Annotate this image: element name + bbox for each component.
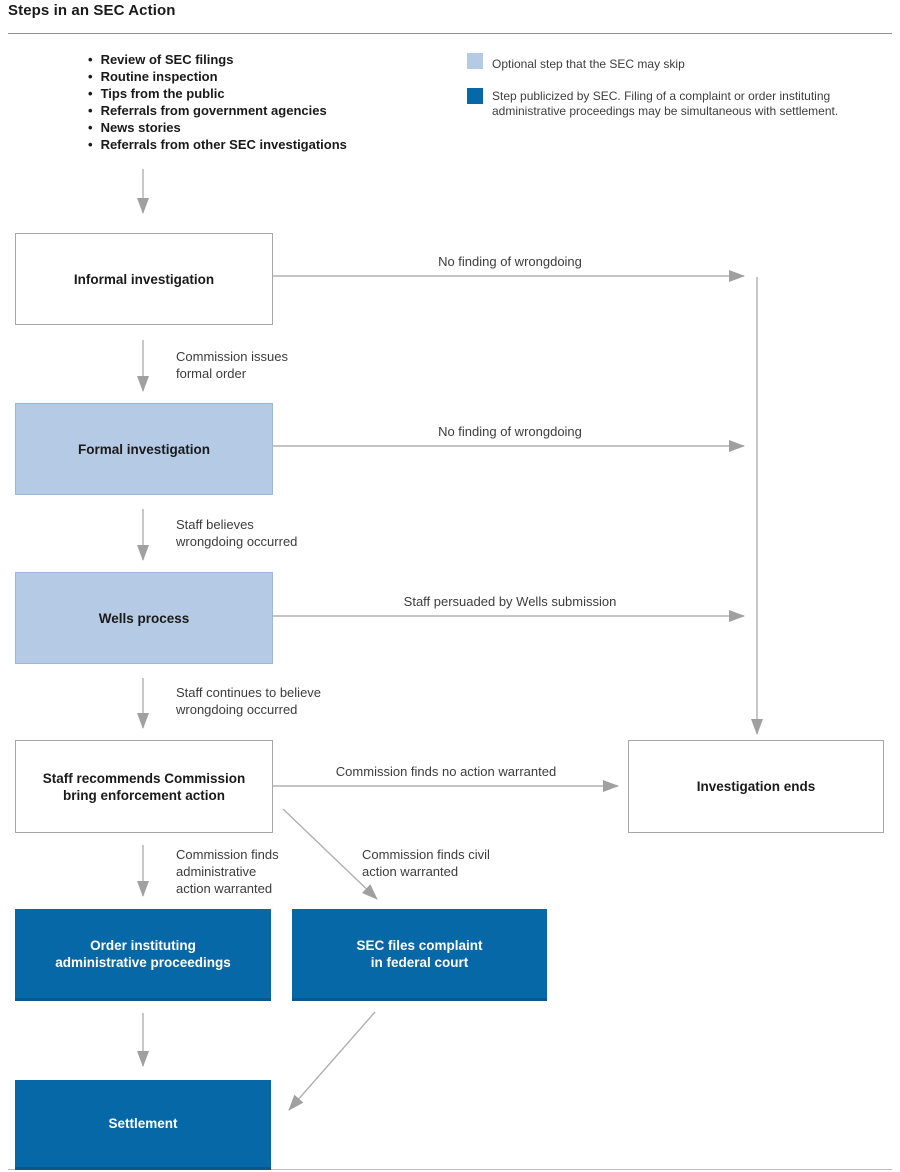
node-order-instituting-proceedings: Order instituting administrative proceed… xyxy=(15,909,271,1001)
list-item: Referrals from government agencies xyxy=(88,102,347,119)
edge-label-no-action-warranted: Commission finds no action warranted xyxy=(335,764,557,779)
edge-label-civil-action: Commission finds civil action warranted xyxy=(362,847,490,879)
node-settlement: Settlement xyxy=(15,1080,271,1170)
arrow-complaint-to-settlement xyxy=(288,1011,376,1111)
legend-label-publicized-step: Step publicized by SEC. Filing of a comp… xyxy=(492,89,839,118)
legend-swatch-publicized-step xyxy=(467,88,483,104)
investigation-sources-list: Review of SEC filings Routine inspection… xyxy=(88,51,347,153)
arrow-recommend-to-complaint xyxy=(282,808,378,900)
node-wells-process: Wells process xyxy=(15,572,273,664)
edge-label-administrative-action: Commission finds administrative action w… xyxy=(176,847,279,896)
list-item: Tips from the public xyxy=(88,85,347,102)
edge-label-no-finding-1: No finding of wrongdoing xyxy=(438,254,582,269)
page-title: Steps in an SEC Action xyxy=(8,2,176,19)
list-item: Referrals from other SEC investigations xyxy=(88,136,347,153)
node-informal-investigation: Informal investigation xyxy=(15,233,273,325)
node-staff-recommends-action: Staff recommends Commission bring enforc… xyxy=(15,740,273,833)
node-sec-files-complaint: SEC files complaint in federal court xyxy=(292,909,547,1001)
list-item: Routine inspection xyxy=(88,68,347,85)
list-item: Review of SEC filings xyxy=(88,51,347,68)
node-formal-investigation: Formal investigation xyxy=(15,403,273,495)
bottom-divider xyxy=(8,1169,892,1170)
legend-label-optional-step: Optional step that the SEC may skip xyxy=(492,57,685,71)
edge-label-staff-continues: Staff continues to believe wrongdoing oc… xyxy=(176,685,322,717)
edge-label-no-finding-2: No finding of wrongdoing xyxy=(438,424,582,439)
node-investigation-ends: Investigation ends xyxy=(628,740,884,833)
top-divider xyxy=(8,33,892,34)
edge-label-commission-issues-formal-order: Commission issues formal order xyxy=(176,349,288,381)
legend-swatch-optional-step xyxy=(467,53,483,69)
edge-label-staff-believes: Staff believes wrongdoing occurred xyxy=(176,517,298,549)
list-item: News stories xyxy=(88,119,347,136)
edge-label-staff-persuaded: Staff persuaded by Wells submission xyxy=(403,594,617,609)
